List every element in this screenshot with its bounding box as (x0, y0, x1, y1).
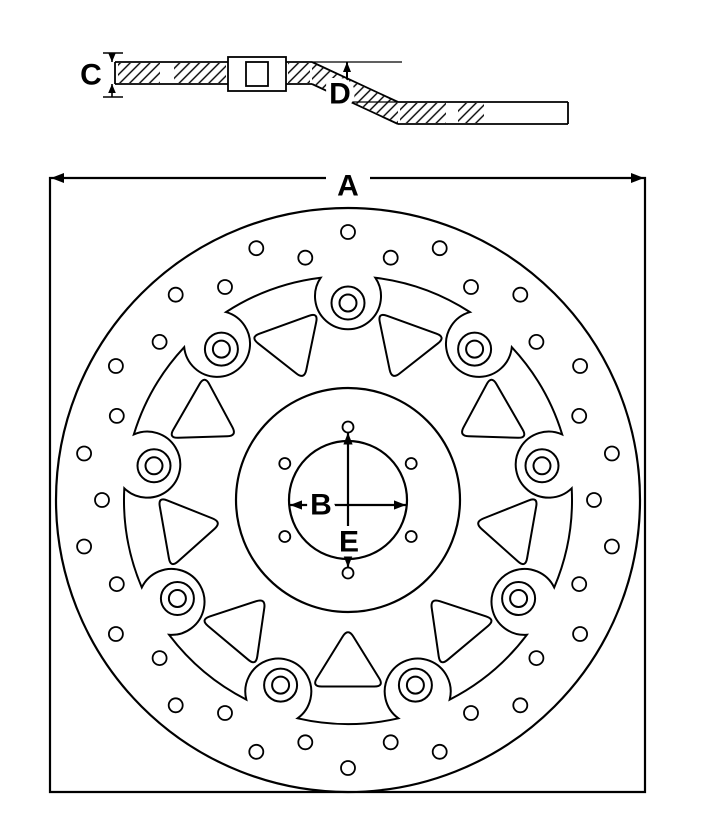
arrowhead (51, 173, 64, 183)
drill-hole (108, 358, 124, 374)
bolt-hole (278, 457, 292, 470)
offset-step-bottom (311, 83, 399, 125)
dim-label-b: B (310, 489, 332, 522)
cross-section-view (114, 56, 569, 125)
arrowhead (343, 555, 353, 568)
drill-hole-ring-2 (94, 249, 602, 751)
drill-hole (528, 650, 545, 666)
rivet-inner (144, 456, 164, 476)
rivet-inner (167, 589, 187, 608)
dim-d: D (312, 61, 402, 116)
section-hatch (312, 63, 398, 123)
drill-hole (167, 286, 184, 303)
bolt-hole (404, 530, 418, 543)
drill-hole (297, 249, 314, 266)
front-view: A BE (48, 165, 647, 794)
drill-hole (151, 650, 168, 666)
arrowhead (394, 500, 406, 510)
drill-hole (108, 626, 124, 642)
drill-hole (604, 538, 620, 555)
band-inner-edge (122, 276, 574, 725)
bolt-hole (278, 530, 292, 543)
spoke-window (158, 498, 219, 566)
drill-hole (431, 240, 448, 257)
bolt-hole (341, 420, 355, 434)
dim-a: A (51, 165, 644, 208)
rivet-inner (405, 675, 425, 695)
drill-hole (76, 538, 92, 555)
drill-hole (108, 576, 125, 592)
spoke-window (253, 313, 318, 377)
rivet-inner (271, 675, 291, 695)
section-hatch (288, 63, 310, 83)
dim-label-a: A (337, 170, 359, 203)
drill-hole (586, 492, 602, 508)
drill-hole (572, 358, 588, 374)
dim-label-c: C (80, 59, 102, 92)
drill-hole (108, 407, 125, 424)
drill-hole (167, 697, 184, 714)
dim-label-e: E (339, 526, 359, 559)
rivet-inner (532, 456, 552, 476)
rivet-inner (465, 339, 485, 359)
spoke-window (430, 599, 493, 664)
drill-hole (248, 240, 265, 257)
drill-hole (340, 760, 356, 776)
spoke-window (314, 631, 382, 688)
drill-hole (94, 492, 110, 508)
drill-hole (512, 286, 529, 303)
bolt-hole (341, 566, 355, 580)
dim-label-d: D (329, 78, 351, 111)
offset-step-top (311, 61, 399, 103)
spoke-window (203, 599, 266, 664)
arrowhead (343, 92, 351, 102)
dim-c: C (75, 52, 123, 98)
arrowhead (631, 173, 644, 183)
drill-hole (571, 407, 588, 424)
hub-bore-section (245, 61, 269, 87)
arrowhead (108, 84, 116, 93)
drill-hole (463, 705, 479, 721)
drill-hole (217, 705, 233, 721)
drill-hole (604, 445, 620, 462)
spoke-window (477, 498, 538, 566)
drill-hole (297, 734, 314, 751)
spoke-window (378, 313, 443, 377)
section-hatch (174, 63, 226, 83)
dim-e: E (334, 432, 364, 568)
rivet-inner (509, 589, 529, 608)
bolt-hole (404, 457, 418, 470)
rivet-inner (211, 339, 231, 359)
spoke-window (170, 378, 235, 439)
arrowhead (343, 432, 353, 445)
section-hatch (400, 103, 446, 123)
rivets (136, 285, 560, 703)
section-hatch (118, 63, 160, 83)
spoke-windows (158, 313, 538, 688)
drill-hole (528, 333, 545, 350)
drill-hole (340, 224, 356, 240)
drill-hole-ring-1 (76, 224, 620, 776)
drill-hole (463, 279, 479, 295)
drill-hole (382, 249, 399, 266)
arrowhead (108, 53, 116, 62)
rivet-inner (338, 293, 358, 313)
drill-hole (382, 734, 399, 751)
drill-hole (431, 743, 448, 760)
drill-hole (217, 279, 233, 295)
arrowhead (290, 500, 302, 510)
drill-hole (248, 743, 265, 760)
spoke-window (461, 378, 526, 439)
drill-hole (572, 626, 588, 642)
drill-hole (151, 333, 168, 350)
section-hatch (458, 103, 484, 123)
drill-hole (571, 576, 588, 592)
drill-hole (512, 697, 529, 714)
drill-hole (76, 445, 92, 462)
arrowhead (343, 62, 351, 72)
